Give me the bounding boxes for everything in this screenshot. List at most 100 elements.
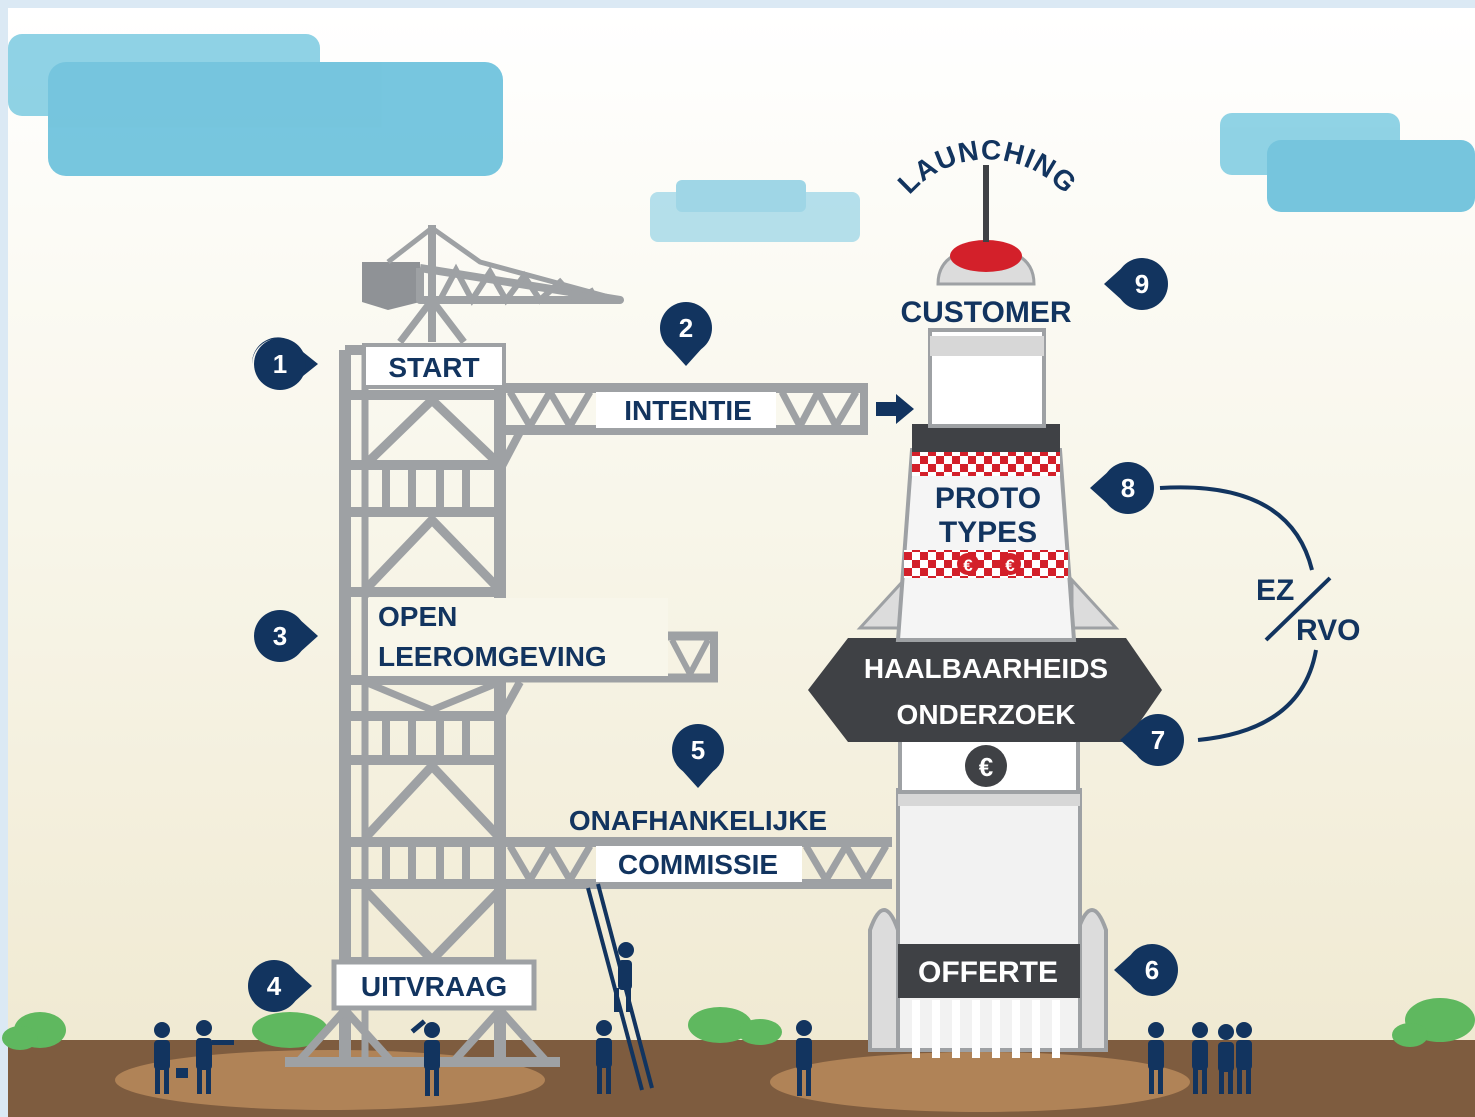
tower-brace: [361, 759, 504, 842]
haalbaarheid-label-line1: HAALBAARHEIDS: [864, 653, 1108, 684]
bush: [252, 1012, 328, 1048]
marker-number: 7: [1151, 725, 1165, 755]
arrow-right-icon: [876, 394, 914, 424]
checker-bottom: [904, 550, 1068, 578]
location-pin-marker-icon: [1114, 952, 1134, 988]
marker-4: 4: [248, 960, 312, 1012]
marker-3: 3: [254, 610, 318, 662]
ez-label: EZ: [1256, 574, 1294, 607]
prototypes-label-line2: TYPES: [939, 516, 1037, 549]
location-pin-marker-icon: [1104, 266, 1124, 302]
marker-number: 1: [273, 349, 287, 379]
rocket: [808, 165, 1162, 1058]
uitvraag-label: UITVRAAG: [361, 971, 507, 1002]
start-plate: [362, 343, 506, 389]
left-booster: [868, 908, 900, 1052]
euro-coin-icon: [999, 553, 1021, 575]
location-pin-marker-icon: [292, 968, 312, 1004]
person-icon: [1192, 1022, 1208, 1094]
crane-slew: [397, 294, 467, 345]
person-icon: [154, 1022, 170, 1094]
offerte-band: [898, 944, 1080, 998]
cloud: [676, 180, 806, 212]
offerte-label: OFFERTE: [918, 956, 1058, 989]
person-icon: [596, 1020, 612, 1094]
haalbaarheid-label-line2: ONDERZOEK: [897, 699, 1076, 730]
euro-symbol: €: [963, 556, 973, 575]
marker-number: 6: [1145, 955, 1159, 985]
marker-number: 8: [1121, 473, 1135, 503]
tower-brace: [363, 678, 502, 714]
uitvraag-plate: [331, 959, 537, 1011]
commissie-label-line1: ONAFHANKELIJKE: [569, 805, 827, 836]
rocket-nose-band: [930, 336, 1044, 356]
crane-cab: [362, 262, 420, 310]
ground: [8, 1040, 1475, 1117]
customer-label: CUSTOMER: [900, 296, 1071, 329]
person-icon: [1148, 1022, 1164, 1094]
ez-rvo-slash: [1264, 576, 1332, 642]
arm-intentie-lattice: [506, 385, 594, 433]
tower-crane: [285, 225, 892, 1067]
open-plate: [368, 598, 668, 676]
person-icon: [410, 1019, 440, 1096]
marker-1: 1: [251, 337, 318, 390]
bush: [738, 1019, 782, 1045]
marker-number: 5: [691, 735, 705, 765]
marker-8: 8: [1090, 462, 1154, 514]
arm-commissie-lattice: [506, 839, 594, 887]
person-icon: [1218, 1024, 1234, 1094]
euro-symbol: €: [979, 752, 993, 782]
marker-number: 2: [679, 313, 693, 343]
open-label-line2: LEEROMGEVING: [378, 641, 607, 672]
crane-jib-lattice: [437, 263, 596, 306]
tower-brace: [361, 393, 504, 469]
red-light: [950, 240, 1022, 272]
rvo-label: RVO: [1296, 614, 1360, 647]
marker-5: 5: [672, 724, 724, 788]
location-pin-marker-icon: [298, 618, 318, 654]
marker-6: 6: [1114, 944, 1178, 996]
marker-9: 9: [1104, 258, 1168, 310]
right-booster: [1076, 908, 1108, 1052]
rocket-body-lower: [896, 788, 1082, 1052]
tower-brace: [361, 513, 504, 594]
cloud: [1267, 140, 1475, 212]
cloud: [48, 62, 503, 176]
marker-2: 2: [660, 302, 712, 366]
marker-7: 7: [1120, 714, 1184, 766]
intentie-label: INTENTIE: [624, 395, 752, 426]
bushes: [2, 998, 1475, 1050]
euro-coin-icon: [957, 553, 979, 575]
bush: [688, 1007, 752, 1043]
dark-ring: [912, 424, 1060, 452]
rocket-base-mound: [770, 1052, 1190, 1112]
marker-number: 4: [267, 971, 282, 1001]
arm-intentie-lattice: [778, 384, 860, 434]
person-icon: [614, 942, 634, 1012]
briefcase-icon: [176, 1068, 188, 1078]
euro-symbol: €: [1005, 556, 1015, 575]
location-pin-marker-icon: [668, 346, 704, 366]
prototypes-label-line1: PROTO: [935, 482, 1041, 515]
intentie-plate: [596, 392, 776, 428]
commissie-plate: [596, 846, 802, 882]
person-icon: [796, 1020, 812, 1096]
location-pin-marker-icon: [680, 768, 716, 788]
crane-stay: [430, 225, 621, 303]
person-icon: [1236, 1022, 1252, 1094]
open-label-line1: OPEN: [378, 601, 457, 632]
crane-stay: [386, 226, 434, 264]
marker-number: 3: [273, 621, 287, 651]
connector-lower: [1197, 649, 1318, 742]
marker-number: 9: [1135, 269, 1149, 299]
people-silhouettes: [154, 883, 1252, 1096]
location-pin-marker-icon: [1120, 722, 1140, 758]
bush: [2, 1026, 38, 1050]
arm-intentie-strut: [496, 430, 524, 472]
rocket-exhaust-stripes: [912, 1000, 1060, 1058]
person-icon: [196, 1020, 234, 1094]
ez-rvo-connector: [1159, 485, 1332, 742]
connector-upper: [1159, 485, 1314, 571]
